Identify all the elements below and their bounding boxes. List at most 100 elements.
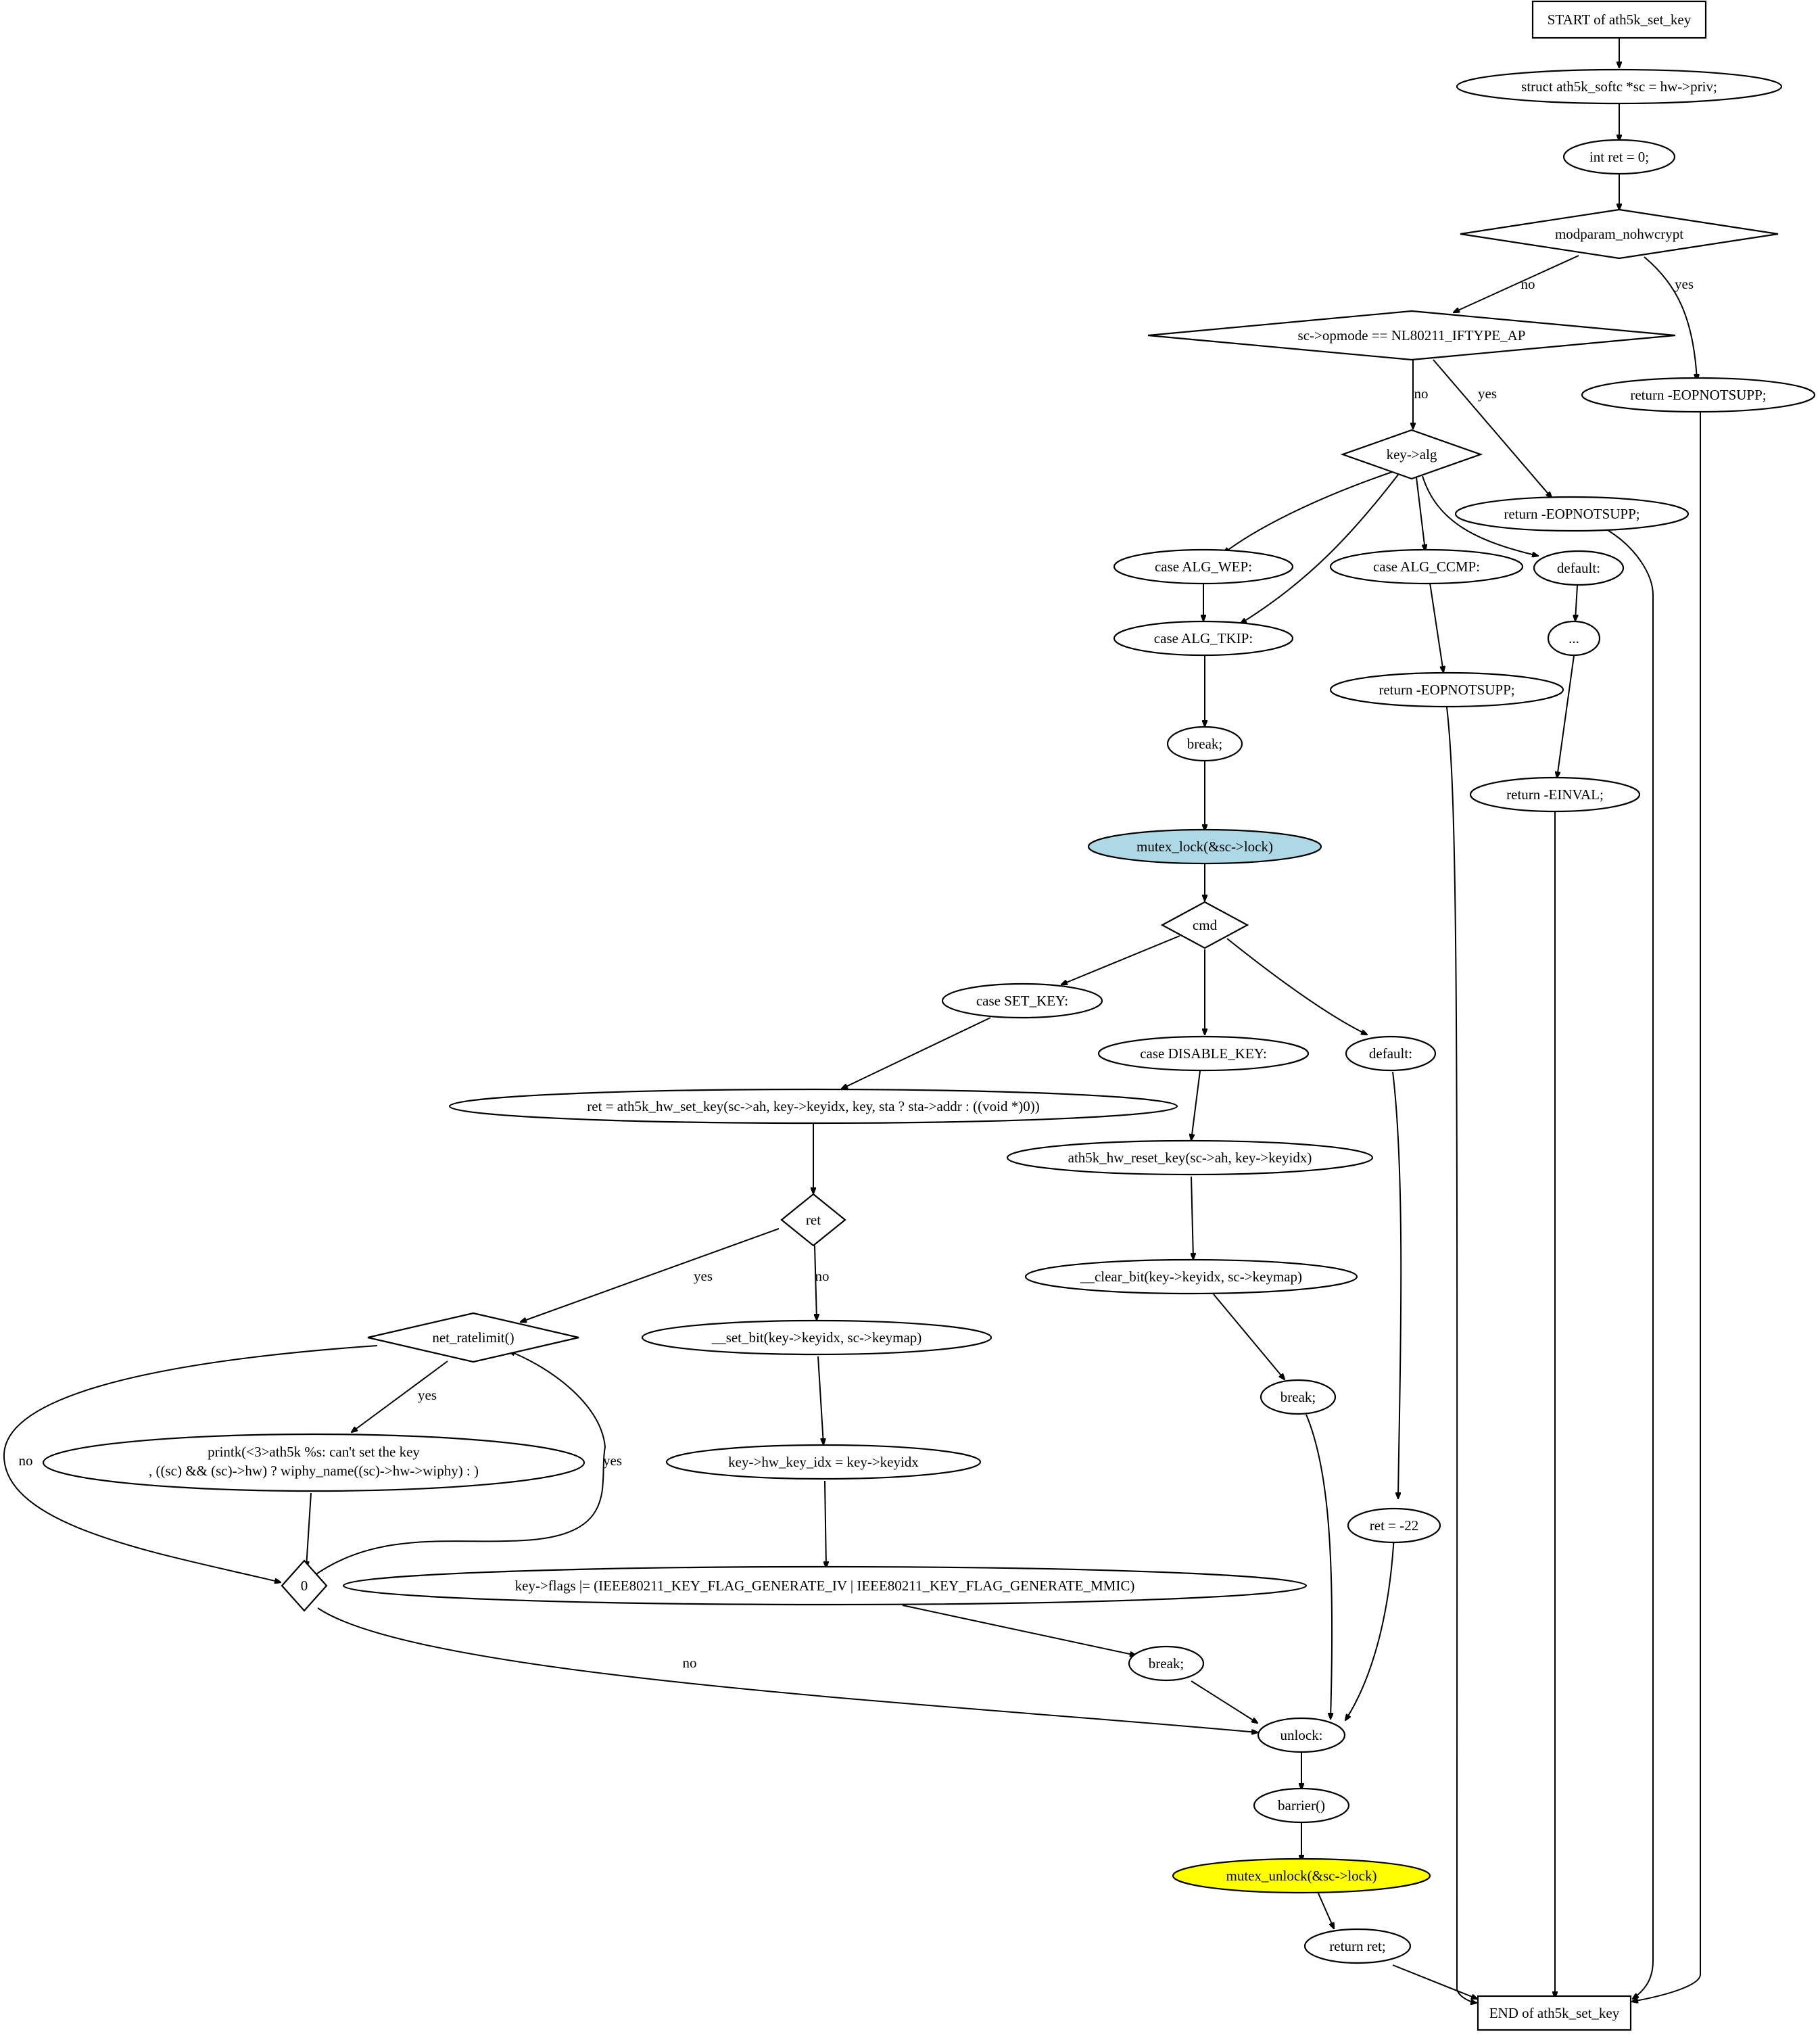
node-break-3-label: break; [1149, 1655, 1184, 1672]
node-return-ret-label: return ret; [1329, 1938, 1385, 1954]
edge-modparam-eopnotsupp1 [1644, 256, 1697, 380]
node-sc-decl: struct ath5k_softc *sc = hw->priv; [1456, 68, 1783, 105]
node-clear-bit: __clear_bit(key->keyidx, sc->keymap) [1024, 1258, 1358, 1295]
node-ret-eopnotsupp-3-label: return -EOPNOTSUPP; [1379, 682, 1514, 698]
edge-label-modparam-yes: yes [1675, 276, 1694, 292]
node-ret-check: ret [780, 1193, 846, 1247]
node-opmode: sc->opmode == NL80211_IFTYPE_AP [1147, 310, 1676, 361]
node-start: START of ath5k_set_key [1531, 0, 1707, 39]
edge-keyalg-ccmp [1416, 477, 1425, 550]
node-mutex-lock: mutex_lock(&sc->lock) [1087, 828, 1322, 865]
node-unlock-label-text: unlock: [1280, 1727, 1323, 1743]
node-ret-neg22: ret = -22 [1347, 1507, 1441, 1544]
node-break-1-label: break; [1187, 736, 1222, 752]
edge-hwkeyidx-keyflags [825, 1480, 826, 1567]
edge-ratelimit-printk [352, 1361, 448, 1432]
edge-label-modparam-no: no [1521, 276, 1535, 292]
edge-printk-zero [306, 1492, 312, 1567]
node-break-1: break; [1166, 726, 1243, 762]
node-case-tkip-label: case ALG_TKIP: [1154, 630, 1253, 646]
edge-cmd-setkey [1061, 935, 1180, 985]
edge-ratelimit-zero-no [3, 1345, 378, 1582]
edge-cmddefault-retneg22 [1392, 1071, 1402, 1498]
node-hw-reset-key: ath5k_hw_reset_key(sc->ah, key->keyidx) [1006, 1139, 1374, 1176]
node-ret-eopnotsupp-3: return -EOPNOTSUPP; [1329, 671, 1564, 708]
edge-default-ellipsis [1575, 585, 1577, 621]
edge-retneg22-unlock [1345, 1534, 1395, 1720]
node-zero: 0 [281, 1559, 328, 1612]
edge-modparam-opmode [1454, 255, 1579, 312]
node-clear-bit-label: __clear_bit(key->keyidx, sc->keymap) [1080, 1269, 1302, 1285]
node-printk: printk(<3>ath5k %s: can't set the key , … [42, 1433, 585, 1492]
node-cmd: cmd [1160, 901, 1249, 949]
edge-label-ratelimit-yes: yes [418, 1387, 437, 1403]
node-set-bit: __set_bit(key->keyidx, sc->keymap) [641, 1319, 992, 1356]
node-printk-label-2: , ((sc) && (sc)->hw) ? wiphy_name((sc)->… [149, 1463, 479, 1479]
node-case-set-key: case SET_KEY: [941, 983, 1103, 1019]
edge-ellipsis-einval [1557, 655, 1575, 778]
node-ellipsis-label: ... [1568, 630, 1579, 646]
node-start-label: START of ath5k_set_key [1548, 11, 1692, 28]
edge-label-ratelimit-no: no [19, 1452, 33, 1469]
edge-label-opmode-no: no [1414, 385, 1429, 402]
edge-disablekey-hwresetkey [1191, 1070, 1201, 1140]
node-end-label: END of ath5k_set_key [1489, 2005, 1620, 2021]
edge-cmd-default [1226, 938, 1367, 1035]
node-opmode-label: sc->opmode == NL80211_IFTYPE_AP [1298, 327, 1526, 344]
node-mutex-unlock: mutex_unlock(&sc->lock) [1172, 1858, 1431, 1894]
edge-hwresetkey-clearbit [1191, 1176, 1193, 1259]
edge-setbit-hwkeyidx [817, 1356, 823, 1444]
node-cmd-label: cmd [1193, 917, 1218, 933]
node-key-flags-label: key->flags |= (IEEE80211_KEY_FLAG_GENERA… [515, 1578, 1135, 1594]
node-key-alg-label: key->alg [1387, 446, 1437, 463]
node-barrier: barrier() [1253, 1787, 1350, 1824]
node-ret-eopnotsupp-2-label: return -EOPNOTSUPP; [1504, 506, 1639, 522]
node-key-alg: key->alg [1340, 429, 1483, 480]
edge-ccmp-eopnotsupp3 [1429, 582, 1443, 672]
node-case-wep: case ALG_WEP: [1113, 548, 1294, 585]
node-net-ratelimit: net_ratelimit() [367, 1312, 579, 1363]
node-case-disable-key-label: case DISABLE_KEY: [1140, 1045, 1267, 1062]
edge-zero-ratelimit-yes [312, 1351, 606, 1578]
node-break-3: break; [1128, 1645, 1205, 1682]
node-zero-label: 0 [301, 1578, 308, 1594]
edges [3, 38, 1701, 2003]
edge-label-ret-yes: yes [694, 1268, 713, 1284]
node-set-bit-label: __set_bit(key->keyidx, sc->keymap) [711, 1329, 922, 1346]
node-ret-decl: int ret = 0; [1562, 139, 1676, 175]
node-net-ratelimit-label: net_ratelimit() [432, 1329, 514, 1346]
node-mutex-unlock-label: mutex_unlock(&sc->lock) [1226, 1868, 1377, 1884]
edge-eopnotsupp3-end [1446, 707, 1477, 2003]
node-ret-eopnotsupp-1: return -EOPNOTSUPP; [1581, 377, 1816, 413]
nodes: START of ath5k_set_key struct ath5k_soft… [42, 0, 1816, 2031]
edge-keyflags-break3 [902, 1605, 1136, 1655]
node-break-2-label: break; [1280, 1389, 1316, 1405]
edge-eopnotsupp1-end [1632, 411, 1701, 2002]
edge-label-ret-no: no [815, 1268, 830, 1284]
node-sc-decl-label: struct ath5k_softc *sc = hw->priv; [1521, 78, 1717, 95]
node-key-flags: key->flags |= (IEEE80211_KEY_FLAG_GENERA… [342, 1565, 1308, 1606]
node-break-2: break; [1260, 1379, 1337, 1415]
edge-keyalg-wep [1224, 471, 1395, 553]
node-ret-einval: return -EINVAL; [1469, 776, 1641, 813]
node-hw-reset-key-label: ath5k_hw_reset_key(sc->ah, key->keyidx) [1068, 1150, 1312, 1166]
node-case-tkip: case ALG_TKIP: [1113, 620, 1294, 657]
node-case-ccmp-label: case ALG_CCMP: [1373, 559, 1480, 575]
edge-setkey-hwsetkey [842, 1017, 991, 1089]
node-ret-einval-label: return -EINVAL; [1506, 786, 1604, 803]
node-case-wep-label: case ALG_WEP: [1155, 559, 1252, 575]
node-hw-set-key: ret = ath5k_hw_set_key(sc->ah, key->keyi… [448, 1088, 1178, 1125]
node-ellipsis: ... [1547, 620, 1601, 657]
node-cmd-default-label: default: [1369, 1045, 1412, 1062]
node-barrier-label: barrier() [1278, 1797, 1325, 1814]
edge-ret-ratelimit [521, 1228, 780, 1322]
node-ret-eopnotsupp-2: return -EOPNOTSUPP; [1454, 496, 1690, 532]
edge-break3-unlock [1191, 1680, 1258, 1723]
edge-zero-unlock-no [317, 1607, 1258, 1732]
node-ret-check-label: ret [806, 1212, 821, 1228]
node-alg-default: default: [1533, 550, 1625, 586]
edge-eopnotsupp2-end [1607, 529, 1654, 1999]
edge-labels: no yes no yes yes no yes no yes no [19, 276, 1694, 1671]
node-modparam-label: modparam_nohwcrypt [1555, 226, 1683, 242]
